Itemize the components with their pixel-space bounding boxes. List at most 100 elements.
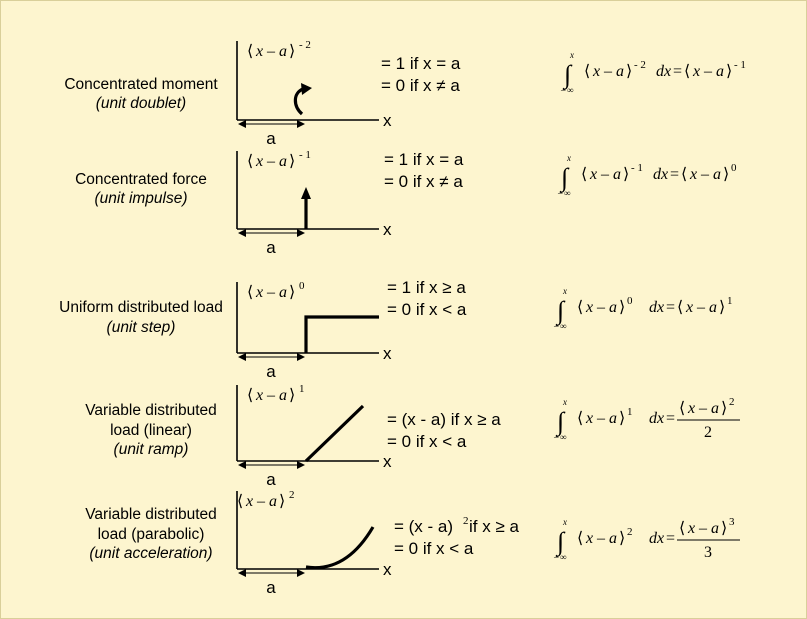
dx: dx	[649, 530, 664, 547]
var-a: a	[713, 166, 721, 183]
result-exponent: 3	[729, 516, 735, 528]
step-line	[304, 315, 379, 353]
var-x: x	[255, 43, 263, 60]
integral-lower-infinity: ∞	[560, 432, 566, 442]
var-x: x	[685, 299, 693, 316]
function-exponent: 0	[299, 280, 305, 292]
var-x: x	[585, 530, 593, 547]
var-a: a	[609, 410, 617, 427]
integral-lower-infinity: ∞	[560, 321, 566, 331]
x-axis-label: x	[383, 560, 392, 579]
bracket-close: ⟩	[619, 299, 625, 316]
bracket-close: ⟩	[719, 299, 725, 316]
minus-sign: –	[596, 530, 606, 547]
integral-sign: ∫	[559, 163, 570, 193]
function-label: ⟨x–a⟩1	[247, 383, 305, 404]
integrand-exponent: 0	[627, 295, 633, 307]
bracket-close: ⟩	[626, 63, 632, 80]
row-name-2: load (linear)	[110, 422, 192, 439]
integral-upper-limit: x	[569, 50, 574, 60]
integral-sign: ∫	[555, 296, 566, 326]
impulse-arrowhead	[301, 187, 311, 199]
equals-sign: =	[673, 63, 682, 80]
var-a: a	[613, 166, 621, 183]
var-x: x	[692, 63, 700, 80]
result-denominator: 3	[704, 544, 712, 561]
minus-sign: –	[266, 284, 276, 301]
condition-1: = 1 if x = a	[381, 54, 461, 73]
var-a: a	[711, 400, 719, 417]
var-a: a	[279, 153, 287, 170]
row-impulse: Concentrated force(unit impulse)xa⟨x–a⟩-…	[75, 149, 737, 257]
bracket-close: ⟩	[619, 410, 625, 427]
bracket-close: ⟩	[721, 400, 727, 417]
bracket-open: ⟨	[577, 530, 583, 547]
x-axis-label: x	[383, 111, 392, 130]
integrand-exponent: - 1	[631, 162, 643, 174]
row-doublet: Concentrated moment(unit doublet)xa⟨x–a⟩…	[64, 39, 746, 148]
row-name: Concentrated force	[75, 171, 207, 188]
row-name: Variable distributed	[85, 506, 217, 523]
condition-2: = 0 if x ≠ a	[384, 172, 463, 191]
bracket-open: ⟨	[684, 63, 690, 80]
integral-lower-sign: –	[557, 188, 563, 198]
integral-upper-limit: x	[566, 153, 571, 163]
bracket-open: ⟨	[584, 63, 590, 80]
bracket-open: ⟨	[247, 284, 253, 301]
row-name: Concentrated moment	[64, 76, 218, 93]
row-name: Uniform distributed load	[59, 299, 223, 316]
equals-sign: =	[666, 530, 675, 547]
bracket-open: ⟨	[247, 43, 253, 60]
integral-lower-sign: –	[553, 321, 559, 331]
var-a: a	[609, 530, 617, 547]
condition-1: = (x - a)	[394, 517, 453, 536]
minus-sign: –	[696, 299, 706, 316]
bracket-close: ⟩	[279, 493, 285, 510]
dimension-label: a	[266, 470, 276, 489]
condition-1: = 1 if x ≥ a	[387, 278, 466, 297]
minus-sign: –	[596, 299, 606, 316]
result-exponent: 2	[729, 396, 735, 408]
x-axis-label: x	[383, 220, 392, 239]
dx: dx	[649, 410, 664, 427]
condition-2: = 0 if x < a	[387, 432, 467, 451]
integrand-exponent: 2	[627, 526, 633, 538]
dimension-label: a	[266, 129, 276, 148]
minus-sign: –	[266, 43, 276, 60]
var-x: x	[255, 284, 263, 301]
integral-lower-infinity: ∞	[560, 552, 566, 562]
equals-sign: =	[670, 166, 679, 183]
var-a: a	[279, 43, 287, 60]
var-a: a	[709, 299, 717, 316]
bracket-close: ⟩	[289, 153, 295, 170]
bracket-close: ⟩	[726, 63, 732, 80]
integral-upper-limit: x	[562, 286, 567, 296]
row-subtitle: (unit step)	[107, 319, 176, 336]
integrand-exponent: - 2	[634, 59, 646, 71]
bracket-close: ⟩	[289, 284, 295, 301]
ramp-line	[304, 404, 365, 463]
function-exponent: 1	[299, 383, 305, 395]
var-x: x	[689, 166, 697, 183]
function-label: ⟨x–a⟩0	[247, 280, 305, 301]
integral-lower-sign: –	[553, 432, 559, 442]
parabola-curve	[305, 526, 375, 570]
function-exponent: - 2	[299, 39, 311, 51]
x-axis-label: x	[383, 344, 392, 363]
function-exponent: 2	[289, 489, 295, 501]
condition-1-rest: if x ≥ a	[469, 517, 519, 536]
var-x: x	[585, 410, 593, 427]
equals-sign: =	[666, 410, 675, 427]
integral-upper-limit: x	[562, 397, 567, 407]
dx: dx	[656, 63, 671, 80]
integral-lower-sign: –	[560, 85, 566, 95]
bracket-open: ⟨	[577, 410, 583, 427]
var-a: a	[616, 63, 624, 80]
result-exponent: 0	[731, 162, 737, 174]
row-name: Variable distributed	[85, 402, 217, 419]
integral-upper-limit: x	[562, 517, 567, 527]
row-step: Uniform distributed load(unit step)xa⟨x–…	[59, 278, 732, 381]
